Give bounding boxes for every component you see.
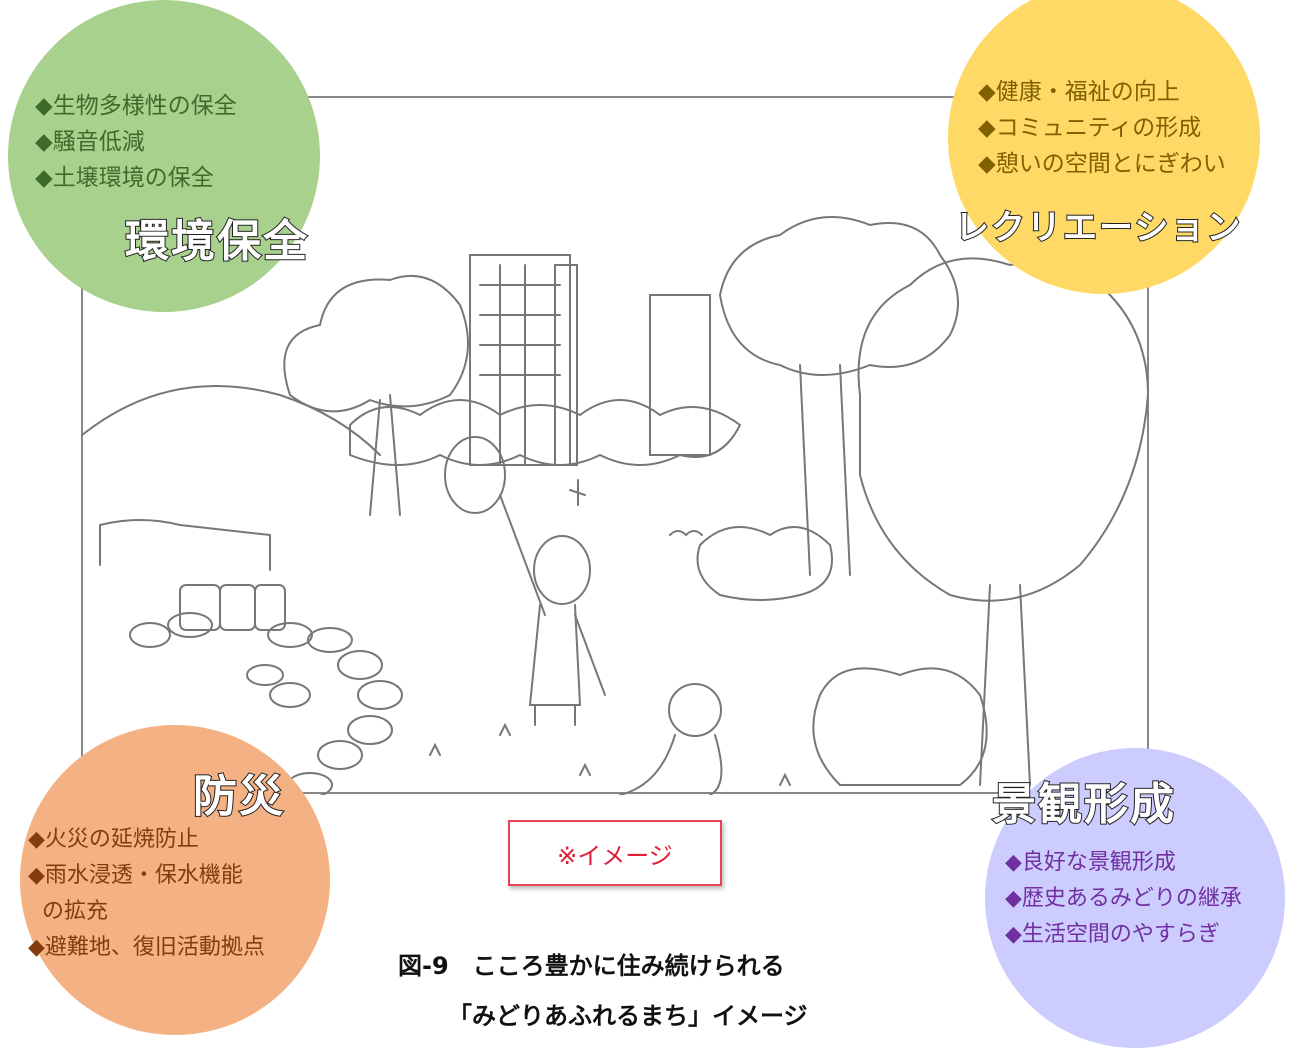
landscape-circle	[985, 748, 1285, 1048]
middle-bushes	[349, 399, 742, 466]
disaster-item: の拡充	[42, 899, 109, 924]
landscape-item: ◆良好な景観形成	[1005, 850, 1176, 875]
image-note: ※イメージ	[508, 820, 722, 886]
park-sketch-illustration	[81, 96, 1150, 795]
environment-circle	[8, 0, 320, 312]
environment-item: ◆騒音低減	[35, 129, 145, 155]
environment-item: ◆生物多様性の保全	[35, 93, 237, 119]
bush-bottom-right	[812, 667, 988, 786]
landscape-item: ◆生活空間のやすらぎ	[1005, 922, 1220, 947]
grass-marks	[429, 722, 791, 786]
recreation-item: ◆コミュニティの形成	[978, 115, 1202, 141]
garden-plot	[99, 519, 271, 571]
recreation-items: ◆健康・福祉の向上 ◆コミュニティの形成 ◆憩いの空間とにぎわい	[978, 74, 1226, 182]
big-tree	[857, 257, 1150, 786]
disaster-item: ◆避難地、復旧活動拠点	[28, 935, 265, 960]
disaster-items: ◆火災の延焼防止 ◆雨水浸透・保水機能 の拡充 ◆避難地、復旧活動拠点	[28, 822, 265, 966]
landscape-item: ◆歴史あるみどりの継承	[1005, 886, 1242, 911]
stumps	[179, 584, 286, 631]
hill	[81, 385, 381, 456]
child-with-net	[444, 436, 606, 726]
butterfly	[669, 530, 703, 537]
disaster-title: 防災	[192, 770, 285, 823]
buildings	[469, 254, 711, 466]
pond-stones	[129, 612, 403, 795]
dragonfly	[569, 479, 586, 506]
figure-caption-line-1: 図-9 こころ豊かに住み続けられる	[398, 952, 785, 980]
environment-title: 環境保全	[124, 215, 309, 268]
disaster-item: ◆火災の延焼防止	[28, 827, 199, 852]
sitting-child	[619, 683, 723, 795]
right-tree	[718, 216, 959, 576]
landscape-title: 景観形成	[991, 778, 1176, 831]
disaster-item: ◆雨水浸透・保水機能	[28, 863, 243, 888]
figure-caption-line-2: 「みどりあふれるまち」イメージ	[448, 1002, 808, 1030]
recreation-title: レクリエーション	[954, 207, 1243, 249]
environment-items: ◆生物多様性の保全 ◆騒音低減 ◆土壌環境の保全	[35, 88, 237, 196]
disaster-circle	[20, 725, 330, 1035]
environment-item: ◆土壌環境の保全	[35, 165, 214, 191]
recreation-item: ◆健康・福祉の向上	[978, 79, 1180, 105]
bush-right	[696, 526, 833, 601]
recreation-item: ◆憩いの空間とにぎわい	[978, 151, 1226, 177]
left-tree	[283, 274, 469, 516]
landscape-items: ◆良好な景観形成 ◆歴史あるみどりの継承 ◆生活空間のやすらぎ	[1005, 845, 1242, 953]
recreation-circle	[948, 0, 1260, 294]
